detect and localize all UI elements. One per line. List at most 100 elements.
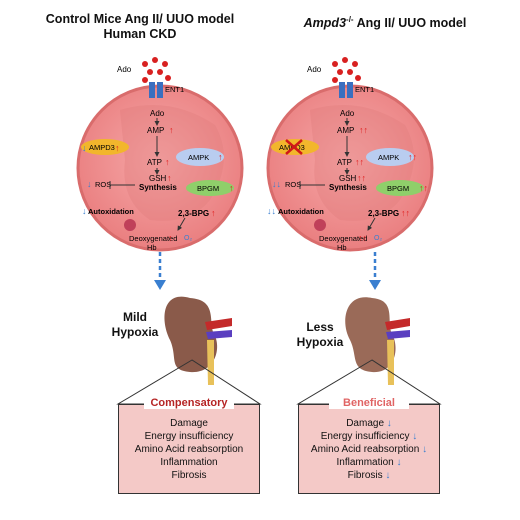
- right-item-fibrosis-text: Fibrosis: [347, 470, 383, 481]
- left-box-title: Compensatory: [144, 397, 234, 409]
- left-synthesis: Synthesis: [139, 183, 177, 192]
- left-ado-dots: [142, 57, 171, 83]
- svg-text:↓↓: ↓↓: [267, 206, 276, 216]
- left-ampk-enzyme: [176, 148, 224, 166]
- left-ado-outside: Ado: [117, 65, 132, 74]
- left-ampd3-enzyme: [81, 139, 129, 155]
- left-atp: ATP: [147, 158, 162, 167]
- left-hb: Hb: [147, 243, 157, 252]
- right-bpg: 2,3-BPG: [368, 209, 399, 218]
- right-autoxidation: Autoxidation: [278, 207, 324, 216]
- right-ampk-enzyme: [366, 148, 414, 166]
- right-box-list: Damage ↓ Energy insufficiency ↓ Amino Ac…: [299, 417, 439, 482]
- right-hypoxia-label: Less Hypoxia: [285, 320, 355, 350]
- left-gsh: GSH: [149, 174, 167, 183]
- right-title-rest: Ang II/ UUO model: [353, 16, 467, 31]
- left-up-arrows: ↑↑↑ ↑↑↑ ↑↑: [115, 125, 234, 243]
- left-title-line2: Human CKD: [103, 27, 177, 41]
- right-kidney-icon: [345, 297, 410, 385]
- right-item-energy-text: Energy insufficiency: [320, 431, 410, 442]
- left-item-inflammation: Inflammation: [160, 457, 218, 468]
- left-hb-icon: [124, 219, 136, 231]
- right-ado-outside: Ado: [307, 65, 322, 74]
- right-cell: Ado ENT1 Ado AMP ATP GSH Synthesis AMPD3…: [266, 57, 434, 252]
- left-amp: AMP: [147, 126, 164, 135]
- right-title: Ampd3-/- Ang II/ UUO model: [285, 12, 485, 31]
- left-item-fibrosis: Fibrosis: [171, 470, 207, 481]
- left-item-damage: Damage: [170, 418, 208, 429]
- right-title-gene: Ampd3: [303, 16, 347, 31]
- right-ros: ROS: [285, 180, 301, 189]
- svg-text:↓: ↓: [82, 143, 87, 153]
- left-autoxidation: Autoxidation: [88, 207, 134, 216]
- svg-text:↑↑: ↑↑: [358, 233, 367, 243]
- down-arrow-icon: ↓: [412, 431, 418, 442]
- left-hypoxia-line2: Hypoxia: [111, 325, 159, 339]
- right-title-sup: -/-: [346, 15, 354, 24]
- right-hb-icon: [314, 219, 326, 231]
- svg-text:↑: ↑: [211, 208, 216, 218]
- right-gsh: GSH: [339, 174, 357, 183]
- right-amp: AMP: [337, 126, 354, 135]
- svg-text:↓: ↓: [87, 179, 92, 189]
- left-bpgm-enzyme: [186, 180, 234, 196]
- right-item-amino-text: Amino Acid reabsorption: [310, 444, 420, 455]
- svg-text:↑: ↑: [229, 183, 234, 193]
- right-synthesis: Synthesis: [329, 183, 367, 192]
- left-kidney-icon: [164, 296, 232, 385]
- left-cell: Ado ENT1 Ado AMP ATP GSH Synthesis AMPD3…: [76, 57, 244, 252]
- right-item-fibrosis: Fibrosis ↓: [299, 469, 439, 482]
- svg-text:↑: ↑: [168, 233, 173, 243]
- left-title-line1: Control Mice Ang II/ UUO model: [45, 12, 235, 26]
- left-down-arrows: ↓ ↓ ↓: [82, 143, 92, 216]
- svg-text:↑↑: ↑↑: [357, 173, 366, 183]
- right-ado: Ado: [340, 109, 355, 118]
- left-o2: O₂: [184, 235, 192, 242]
- svg-text:↑: ↑: [165, 157, 170, 167]
- left-deoxygenated: Deoxygenated: [129, 234, 177, 243]
- left-ent1-icon: [149, 82, 155, 98]
- svg-text:↑↑: ↑↑: [419, 183, 428, 193]
- right-atp: ATP: [337, 158, 352, 167]
- right-box-title: Beneficial: [329, 397, 409, 409]
- right-item-inflammation-text: Inflammation: [336, 457, 394, 468]
- right-bpgm: BPGM: [387, 184, 409, 193]
- left-bpg: 2,3-BPG: [178, 209, 209, 218]
- left-item-amino: Amino Acid reabsorption: [134, 444, 244, 455]
- svg-text:↑↑: ↑↑: [355, 157, 364, 167]
- right-item-damage: Damage ↓: [299, 417, 439, 430]
- svg-text:↑↑: ↑↑: [359, 125, 368, 135]
- svg-text:↑: ↑: [169, 125, 174, 135]
- right-hypoxia-line1: Less: [306, 320, 334, 334]
- left-box-list: Damage Energy insufficiency Amino Acid r…: [119, 417, 259, 482]
- left-outcome-box: Compensatory Damage Energy insufficiency…: [118, 397, 260, 494]
- right-outcome-box: Beneficial Damage ↓ Energy insufficiency…: [298, 397, 440, 494]
- svg-text:↑: ↑: [167, 173, 172, 183]
- right-ent1-label: ENT1: [355, 85, 374, 94]
- right-item-inflammation: Inflammation ↓: [299, 456, 439, 469]
- left-ent1-label: ENT1: [165, 85, 184, 94]
- svg-text:↓: ↓: [82, 206, 87, 216]
- right-ampk: AMPK: [378, 153, 399, 162]
- down-arrow-icon: ↓: [386, 418, 392, 429]
- right-ampd3-knockout-x: [285, 139, 303, 155]
- left-bpgm: BPGM: [197, 184, 219, 193]
- down-arrow-icon: ↓: [422, 444, 428, 455]
- right-item-damage-text: Damage: [346, 418, 385, 429]
- svg-text:↑: ↑: [115, 143, 120, 153]
- left-ampd3: AMPD3: [89, 143, 115, 152]
- right-deoxygenated: Deoxygenated: [319, 234, 367, 243]
- right-item-amino: Amino Acid reabsorption ↓: [299, 443, 439, 456]
- right-up-arrows: ↑↑ ↑↑ ↑↑ ↑↑ ↑↑ ↑↑ ↑↑: [355, 125, 428, 243]
- right-hypoxia-line2: Hypoxia: [296, 335, 344, 349]
- svg-text:↑↑: ↑↑: [401, 208, 410, 218]
- right-ado-dots: [332, 57, 361, 83]
- svg-text:↑↑: ↑↑: [408, 152, 417, 162]
- left-title: Control Mice Ang II/ UUO model Human CKD: [40, 12, 240, 42]
- right-ent1-icon: [339, 82, 345, 98]
- left-ampk: AMPK: [188, 153, 209, 162]
- left-item-energy: Energy insufficiency: [144, 431, 234, 442]
- down-arrow-icon: ↓: [385, 470, 391, 481]
- right-hb: Hb: [337, 243, 347, 252]
